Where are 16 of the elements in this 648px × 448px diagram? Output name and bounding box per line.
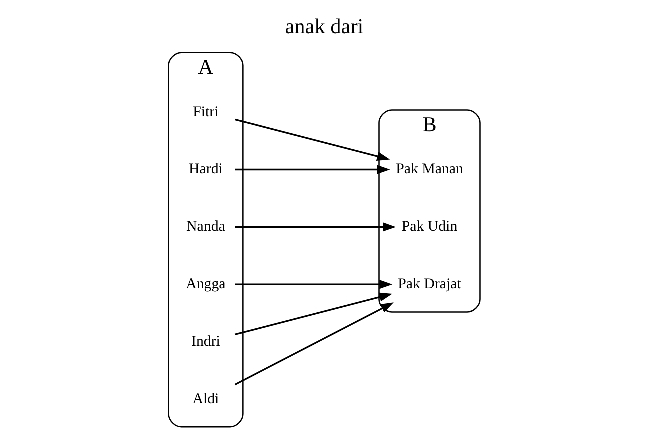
node-text: Pak Drajat [398,276,461,293]
node-text: Nanda [186,219,225,236]
arrow [234,292,392,336]
arrow [234,302,394,386]
node-text: Pak Manan [396,162,463,178]
arrow [234,118,390,161]
arrow [234,165,390,174]
node-text: Angga [186,276,226,293]
arrow [234,280,392,290]
node-text: Hardi [188,162,222,178]
node-text: Indri [191,334,220,350]
arrow [234,222,396,232]
node-text: Pak Udin [401,219,458,236]
diagram-title: anak dari [284,14,364,39]
node-text: Fitri [192,104,218,120]
node-text: Aldi [192,391,219,408]
